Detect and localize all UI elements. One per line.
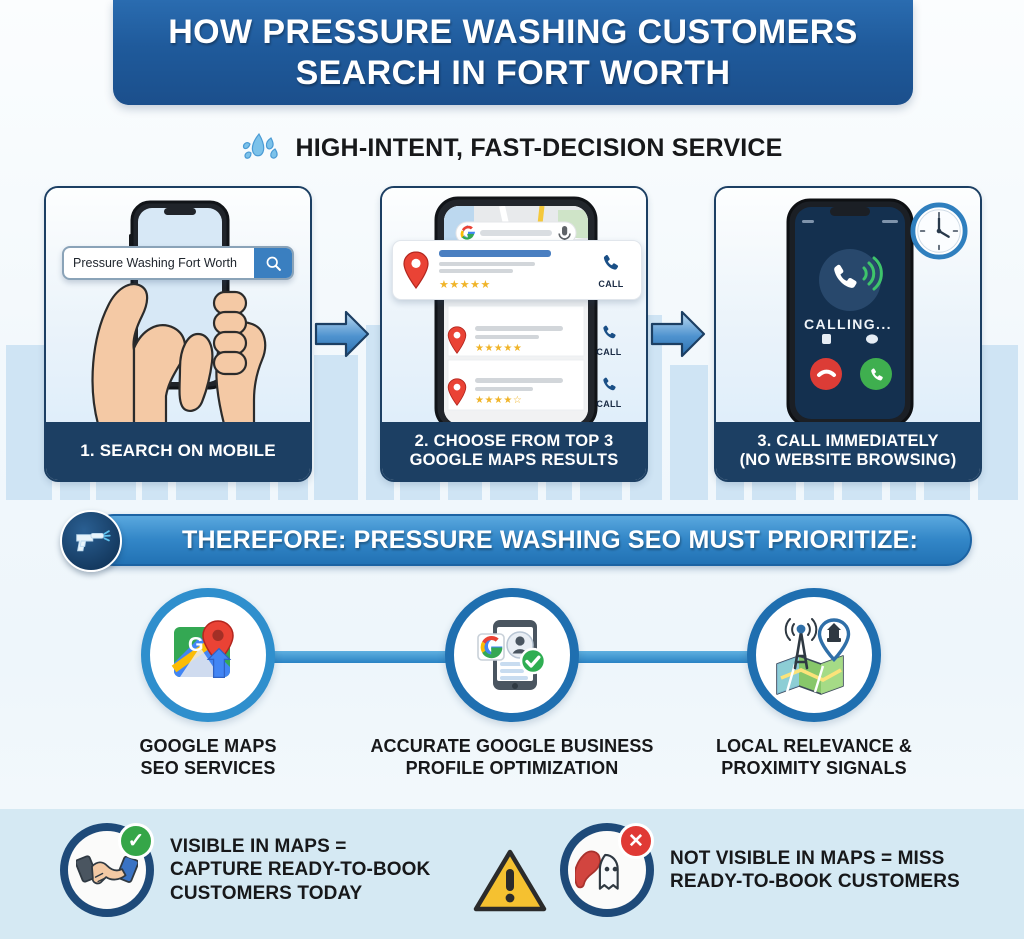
arrow-right-icon [650,310,706,358]
incoming-call-screen-illustration [786,198,914,426]
pillar-1-label-line-2: SEO SERVICES [140,757,276,778]
search-button[interactable] [254,248,292,278]
x-glyph: ✕ [628,830,644,852]
step-2-caption-line-1: 2. CHOOSE FROM TOP 3 [414,431,614,450]
hand-holding-phone-illustration [91,200,267,426]
therefore-banner: THEREFORE: PRESSURE WASHING SEO MUST PRI… [60,510,972,572]
outcome-visible-line-1: VISIBLE IN MAPS = [170,836,347,858]
x-badge-icon: ✕ [618,823,654,859]
page-title-line-2: SEARCH IN FORT WORTH [295,53,731,92]
maps-result-card-3[interactable]: ★★★★☆ CALL [446,368,632,416]
pressure-washer-badge [60,510,122,572]
handshake-circle: ✓ [60,823,154,917]
pillar-2-label-line-1: ACCURATE GOOGLE BUSINESS [370,736,654,756]
page-title-bar: HOW PRESSURE WASHING CUSTOMERS SEARCH IN… [113,0,913,105]
outcome-not-visible-line-2: READY-TO-BOOK CUSTOMERS [670,871,960,892]
outcome-not-visible-text: NOT VISIBLE IN MAPS = MISS READY-TO-BOOK… [670,847,960,893]
check-badge-icon: ✓ [118,823,154,859]
search-bar[interactable]: Pressure Washing Fort Worth [62,246,294,280]
subtitle-row: HIGH-INTENT, FAST-DECISION SERVICE [0,124,1024,172]
google-maps-pin-icon: G [171,620,234,679]
pillar-google-maps-seo[interactable]: G GOOGLE MAPS SEO SERVICES [88,588,328,779]
local-signal-tower-map-icon [776,618,851,695]
call-label-3: CALL [596,399,622,409]
step-panel-1: Pressure Washing Fort Worth 1. SEARCH ON… [44,186,312,482]
step-3-caption-line-2: (NO WEBSITE BROWSING) [739,451,957,469]
step-panel-3: CALLING... 3. CALL IMMEDIATELY (NO WEBSI… [714,186,982,482]
phone-handset-icon [603,254,619,270]
rating-stars-3: ★★★★☆ [475,395,523,406]
google-business-profile-icon [477,620,547,690]
step-2-caption-line-2: GOOGLE MAPS RESULTS [409,451,619,469]
svg-text:G: G [188,634,204,656]
magnifier-icon [266,256,281,271]
pillar-3-ring [747,588,881,722]
call-label-1: CALL [598,278,624,289]
maps-result-card-2[interactable]: ★★★★★ CALL [446,316,632,364]
step-1-caption: 1. SEARCH ON MOBILE [46,422,310,480]
pressure-washer-gun-icon [76,530,111,552]
step-2-caption: 2. CHOOSE FROM TOP 3 GOOGLE MAPS RESULTS [382,422,646,480]
arrow-right-icon [314,310,370,358]
step-3-caption-line-1: 3. CALL IMMEDIATELY [757,431,939,450]
water-splash-icon [242,132,278,159]
therefore-bar: THEREFORE: PRESSURE WASHING SEO MUST PRI… [88,514,972,566]
therefore-text: THEREFORE: PRESSURE WASHING SEO MUST PRI… [182,525,919,554]
map-pin-icon [403,251,429,289]
google-g-icon [460,225,475,240]
pillar-3-label: LOCAL RELEVANCE & PROXIMITY SIGNALS [694,736,934,779]
subtitle-text: HIGH-INTENT, FAST-DECISION SERVICE [295,133,783,162]
wall-clock-icon [910,202,968,260]
pillar-2-ring [445,588,579,722]
outcome-visible-line-2: CAPTURE READY-TO-BOOK [170,859,431,881]
pillar-1-ring: G [141,588,275,722]
ghost-missed-call-icon [575,850,619,890]
pillar-connector-1 [250,651,468,663]
microphone-icon [558,226,571,242]
page-title-line-1: HOW PRESSURE WASHING CUSTOMERS [168,13,858,52]
map-pin-icon [447,378,467,406]
pillar-2-label-line-2: PROFILE OPTIMIZATION [405,757,619,778]
missed-call-circle: ✕ [560,823,654,917]
step-3-caption: 3. CALL IMMEDIATELY (NO WEBSITE BROWSING… [716,422,980,480]
pillar-2-label: ACCURATE GOOGLE BUSINESS PROFILE OPTIMIZ… [362,736,662,779]
rating-stars-1: ★★★★★ [439,278,491,291]
step-1-illustration [46,188,310,426]
step-1-caption-line-1: 1. SEARCH ON MOBILE [80,441,276,461]
pillar-local-relevance[interactable]: LOCAL RELEVANCE & PROXIMITY SIGNALS [694,588,934,779]
pillars-row: G GOOGLE MAPS SEO SERVICES [0,588,1024,810]
check-glyph: ✓ [127,830,145,852]
maps-result-card-1[interactable]: ★★★★★ CALL [392,240,642,300]
pillar-connector-2 [560,651,770,663]
outcome-visible-text: VISIBLE IN MAPS = CAPTURE READY-TO-BOOK … [170,835,430,905]
handshake-icon [76,855,138,885]
pillar-1-label-line-1: GOOGLE MAPS [139,736,277,756]
call-label-2: CALL [596,347,622,357]
phone-handset-icon [602,325,616,339]
outcomes-band: ✓ VISIBLE IN MAPS = CAPTURE READY-TO-BOO… [0,809,1024,939]
outcome-visible-line-3: CUSTOMERS TODAY [170,882,363,904]
rating-stars-2: ★★★★★ [475,343,523,354]
pillar-1-label: GOOGLE MAPS SEO SERVICES [88,736,328,779]
steps-row: Pressure Washing Fort Worth 1. SEARCH ON… [0,186,1024,482]
map-pin-icon [447,326,467,354]
outcome-not-visible: ✕ NOT VISIBLE IN MAPS = MISS READY-TO-BO… [560,823,960,917]
phone-handset-icon [602,377,616,391]
calling-status-text: CALLING... [804,316,892,332]
pillar-3-label-line-2: PROXIMITY SIGNALS [721,757,907,778]
warning-triangle-icon [473,849,547,912]
pillar-google-business-profile[interactable]: ACCURATE GOOGLE BUSINESS PROFILE OPTIMIZ… [370,588,653,779]
outcome-visible: ✓ VISIBLE IN MAPS = CAPTURE READY-TO-BOO… [60,823,430,917]
step-panel-2: ★★★★★ CALL ★★★★★ [380,186,648,482]
pillar-3-label-line-1: LOCAL RELEVANCE & [715,736,913,756]
search-input[interactable]: Pressure Washing Fort Worth [73,256,237,270]
outcome-not-visible-line-1: NOT VISIBLE IN MAPS = MISS [670,847,945,869]
